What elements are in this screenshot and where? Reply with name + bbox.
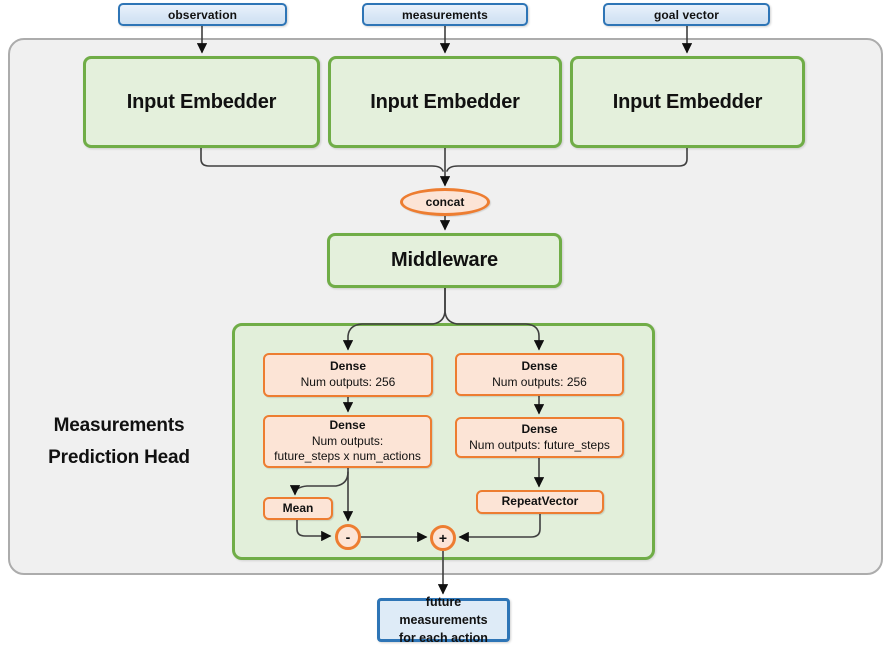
- middleware-node: Middleware: [327, 233, 562, 288]
- output-label-line1: future measurements: [399, 594, 488, 627]
- prediction-head-title: Measurements Prediction Head: [14, 410, 224, 475]
- arrow-repeatvector-to-plus: [458, 513, 541, 543]
- minus-operator: -: [335, 524, 361, 550]
- repeat-vector-label: RepeatVector: [501, 494, 579, 509]
- input-embedder-3: Input Embedder: [570, 56, 805, 148]
- dense-left-1: Dense Num outputs: 256: [263, 353, 433, 397]
- input-label-observation: observation: [118, 3, 287, 26]
- input-embedder-2-label: Input Embedder: [370, 90, 520, 113]
- prediction-head-title-line2: Prediction Head: [48, 447, 190, 469]
- input-label-measurements: measurements: [362, 3, 528, 26]
- merge-line-left: [200, 147, 444, 172]
- input-embedder-3-label: Input Embedder: [612, 90, 763, 113]
- dense-left-1-subtitle: Num outputs: 256: [300, 375, 396, 389]
- goal-vector-label-text: goal vector: [653, 7, 720, 22]
- dense-left-2: Dense Num outputs: future_steps x num_ac…: [263, 415, 432, 468]
- mean-node: Mean: [263, 497, 333, 520]
- plus-operator: +: [430, 525, 456, 551]
- output-node: future measurements for each action: [377, 595, 510, 645]
- arrow-dense2-to-mean: [289, 471, 349, 496]
- repeat-vector-node: RepeatVector: [476, 490, 604, 514]
- prediction-head-title-line1: Measurements: [53, 415, 185, 436]
- plus-operator-label: +: [438, 530, 448, 546]
- arrow-mean-to-minus: [296, 516, 332, 542]
- measurements-label-text: measurements: [402, 7, 488, 22]
- concat-node: concat: [400, 188, 490, 216]
- merge-line-right: [446, 147, 688, 172]
- dense-left-1-title: Dense: [329, 359, 367, 374]
- dense-left-2-subtitle-line2: future_steps x num_actions: [274, 449, 421, 464]
- dense-left-2-subtitle-line1: Num outputs:: [311, 433, 384, 448]
- concat-label: concat: [425, 195, 465, 209]
- dense-right-1: Dense Num outputs: 256: [455, 353, 624, 396]
- dense-right-2-subtitle: Num outputs: future_steps: [469, 437, 610, 452]
- dense-right-1-title: Dense: [521, 358, 558, 373]
- input-embedder-1-label: Input Embedder: [126, 90, 277, 113]
- minus-operator-label: -: [345, 529, 351, 545]
- middleware-label: Middleware: [391, 249, 498, 271]
- dense-right-1-subtitle: Num outputs: 256: [492, 374, 587, 389]
- mean-label: Mean: [282, 500, 314, 515]
- arrow-middleware-to-dense-left: [342, 287, 446, 351]
- input-label-goal-vector: goal vector: [603, 3, 770, 26]
- arrow-middleware-to-dense-right: [444, 287, 545, 351]
- observation-label-text: observation: [167, 7, 238, 22]
- output-label-line2: for each action: [399, 631, 488, 646]
- dense-left-2-title: Dense: [329, 418, 366, 433]
- dense-right-2: Dense Num outputs: future_steps: [455, 417, 624, 458]
- input-embedder-1: Input Embedder: [83, 56, 320, 148]
- dense-right-2-title: Dense: [521, 421, 558, 436]
- input-embedder-2: Input Embedder: [328, 56, 562, 148]
